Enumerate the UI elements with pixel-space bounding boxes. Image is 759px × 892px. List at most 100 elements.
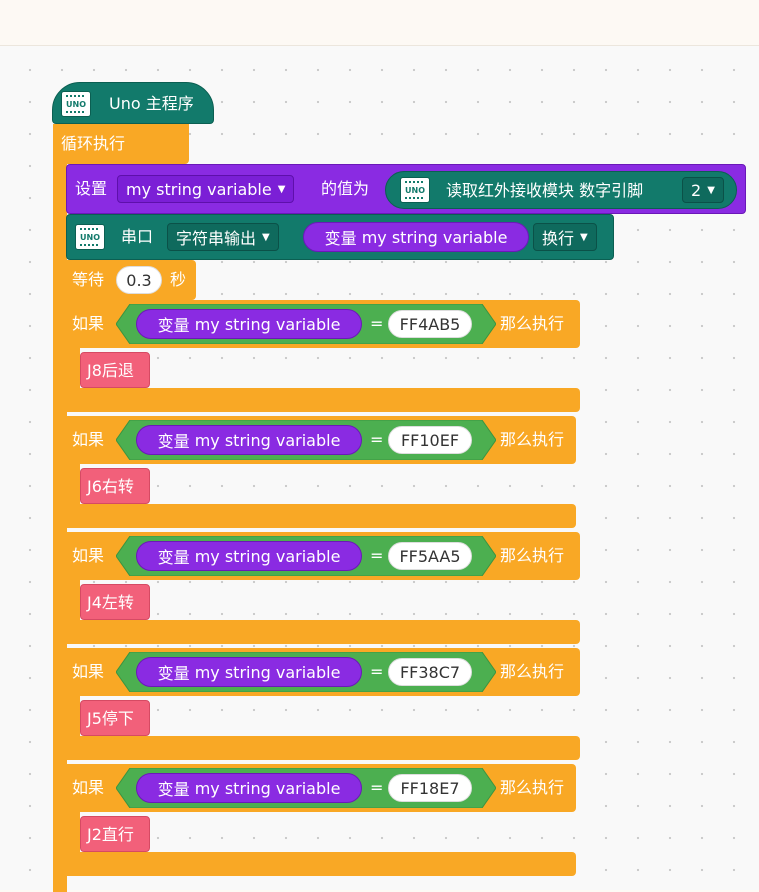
ir-reader-label: 读取红外接收模块 数字引脚 bbox=[446, 181, 644, 200]
equals-operator: = bbox=[370, 314, 384, 333]
var-prefix: 变量 bbox=[324, 229, 357, 248]
wait-value-input[interactable]: 0.3 bbox=[116, 266, 162, 294]
var-name: my string variable bbox=[194, 314, 341, 334]
serial-mode-label: 字符串输出 bbox=[176, 229, 257, 248]
if-label: 如果 bbox=[72, 662, 105, 681]
loop-block-header[interactable]: 循环执行 bbox=[53, 124, 189, 164]
if-block-header[interactable]: 如果 变量 my string variable = FF4AB5 那么执行 bbox=[66, 300, 580, 348]
variable-reporter[interactable]: 变量 my string variable bbox=[136, 773, 362, 803]
var-name: my string variable bbox=[361, 227, 508, 247]
function-call-label: J4左转 bbox=[87, 593, 134, 612]
if-block-footer bbox=[66, 388, 580, 412]
if-block-arm bbox=[66, 348, 80, 388]
serial-mode-dropdown[interactable]: 字符串输出 ▼ bbox=[167, 223, 279, 251]
ir-reader-block[interactable]: UNO 读取红外接收模块 数字引脚 2 ▼ bbox=[385, 171, 737, 209]
ir-code-input[interactable]: FF18E7 bbox=[388, 774, 472, 802]
if-block-arm bbox=[66, 580, 80, 620]
variable-dropdown[interactable]: my string variable ▼ bbox=[117, 175, 295, 203]
function-call-label: J5停下 bbox=[87, 709, 134, 728]
pin-dropdown[interactable]: 2 ▼ bbox=[682, 177, 724, 203]
if-label: 如果 bbox=[72, 778, 105, 797]
pin-value: 2 bbox=[691, 180, 702, 200]
wait-value: 0.3 bbox=[126, 270, 152, 290]
var-prefix: 变量 bbox=[157, 316, 190, 335]
if-block-arm bbox=[66, 812, 80, 852]
serial-label: 串口 bbox=[121, 227, 154, 246]
if-block-header[interactable]: 如果 变量 my string variable = FF10EF 那么执行 bbox=[66, 416, 576, 464]
ir-code-value: FF18E7 bbox=[400, 778, 460, 798]
newline-dropdown[interactable]: 换行 ▼ bbox=[533, 223, 597, 251]
ir-code-value: FF4AB5 bbox=[399, 314, 461, 334]
var-name: my string variable bbox=[194, 778, 341, 798]
block-workspace[interactable]: UNO Uno 主程序 循环执行 设置 my string variable ▼… bbox=[0, 46, 759, 892]
ir-code-input[interactable]: FF5AA5 bbox=[388, 542, 472, 570]
if-block-header[interactable]: 如果 变量 my string variable = FF5AA5 那么执行 bbox=[66, 532, 580, 580]
value-label: 的值为 bbox=[321, 179, 370, 198]
ir-code-value: FF5AA5 bbox=[399, 546, 461, 566]
var-prefix: 变量 bbox=[157, 780, 190, 799]
set-label: 设置 bbox=[75, 179, 108, 198]
function-call-label: J2直行 bbox=[87, 825, 134, 844]
hat-label: Uno 主程序 bbox=[109, 94, 194, 113]
variable-reporter[interactable]: 变量 my string variable bbox=[136, 309, 362, 339]
if-block-footer bbox=[66, 504, 576, 528]
if-block-header[interactable]: 如果 变量 my string variable = FF18E7 那么执行 bbox=[66, 764, 576, 812]
if-label: 如果 bbox=[72, 430, 105, 449]
var-prefix: 变量 bbox=[157, 432, 190, 451]
loop-label: 循环执行 bbox=[61, 134, 126, 153]
function-call-block[interactable]: J8后退 bbox=[80, 352, 150, 388]
ir-code-input[interactable]: FF4AB5 bbox=[388, 310, 472, 338]
ir-code-input[interactable]: FF38C7 bbox=[388, 658, 472, 686]
equals-operator: = bbox=[370, 546, 384, 565]
if-block-arm bbox=[66, 464, 80, 504]
function-call-label: J8后退 bbox=[87, 361, 134, 380]
top-bar bbox=[0, 0, 759, 46]
wait-unit: 秒 bbox=[170, 270, 187, 289]
serial-output-block[interactable]: UNO 串口 字符串输出 ▼ 变量 my string variable 换行 … bbox=[66, 214, 614, 260]
variable-reporter[interactable]: 变量 my string variable bbox=[136, 657, 362, 687]
var-prefix: 变量 bbox=[157, 664, 190, 683]
then-label: 那么执行 bbox=[500, 546, 565, 565]
chevron-down-icon: ▼ bbox=[262, 231, 270, 243]
ir-code-value: FF38C7 bbox=[399, 662, 461, 682]
var-name: my string variable bbox=[194, 546, 341, 566]
variable-dropdown-label: my string variable bbox=[126, 179, 272, 199]
then-label: 那么执行 bbox=[500, 314, 565, 333]
if-block-header[interactable]: 如果 变量 my string variable = FF38C7 那么执行 bbox=[66, 648, 580, 696]
if-block-footer bbox=[66, 736, 580, 760]
function-call-block[interactable]: J4左转 bbox=[80, 584, 150, 620]
function-call-block[interactable]: J5停下 bbox=[80, 700, 150, 736]
then-label: 那么执行 bbox=[500, 662, 565, 681]
function-call-block[interactable]: J6右转 bbox=[80, 468, 150, 504]
if-label: 如果 bbox=[72, 546, 105, 565]
uno-board-icon: UNO bbox=[400, 177, 430, 203]
variable-reporter[interactable]: 变量 my string variable bbox=[303, 222, 529, 252]
var-name: my string variable bbox=[194, 430, 341, 450]
var-prefix: 变量 bbox=[157, 548, 190, 567]
wait-block[interactable]: 等待 0.3 秒 bbox=[66, 260, 196, 300]
newline-label: 换行 bbox=[542, 229, 575, 248]
chevron-down-icon: ▼ bbox=[277, 183, 286, 195]
function-call-label: J6右转 bbox=[87, 477, 134, 496]
if-label: 如果 bbox=[72, 314, 105, 333]
if-block-footer bbox=[66, 620, 580, 644]
ir-code-value: FF10EF bbox=[400, 430, 460, 450]
ir-code-input[interactable]: FF10EF bbox=[388, 426, 472, 454]
uno-board-icon: UNO bbox=[61, 91, 91, 117]
set-variable-block[interactable]: 设置 my string variable ▼ 的值为 UNO 读取红外接收模块… bbox=[66, 164, 746, 214]
then-label: 那么执行 bbox=[500, 430, 565, 449]
variable-reporter[interactable]: 变量 my string variable bbox=[136, 425, 362, 455]
if-block-arm bbox=[66, 696, 80, 736]
function-call-block[interactable]: J2直行 bbox=[80, 816, 150, 852]
chevron-down-icon: ▼ bbox=[707, 184, 715, 196]
uno-main-hat-block[interactable]: UNO Uno 主程序 bbox=[52, 82, 214, 124]
variable-reporter[interactable]: 变量 my string variable bbox=[136, 541, 362, 571]
uno-board-icon: UNO bbox=[75, 224, 105, 250]
equals-operator: = bbox=[370, 430, 384, 449]
equals-operator: = bbox=[370, 778, 384, 797]
loop-block-arm bbox=[53, 162, 67, 892]
then-label: 那么执行 bbox=[500, 778, 565, 797]
equals-operator: = bbox=[370, 662, 384, 681]
if-block-footer bbox=[66, 852, 576, 876]
wait-label: 等待 bbox=[72, 270, 105, 289]
